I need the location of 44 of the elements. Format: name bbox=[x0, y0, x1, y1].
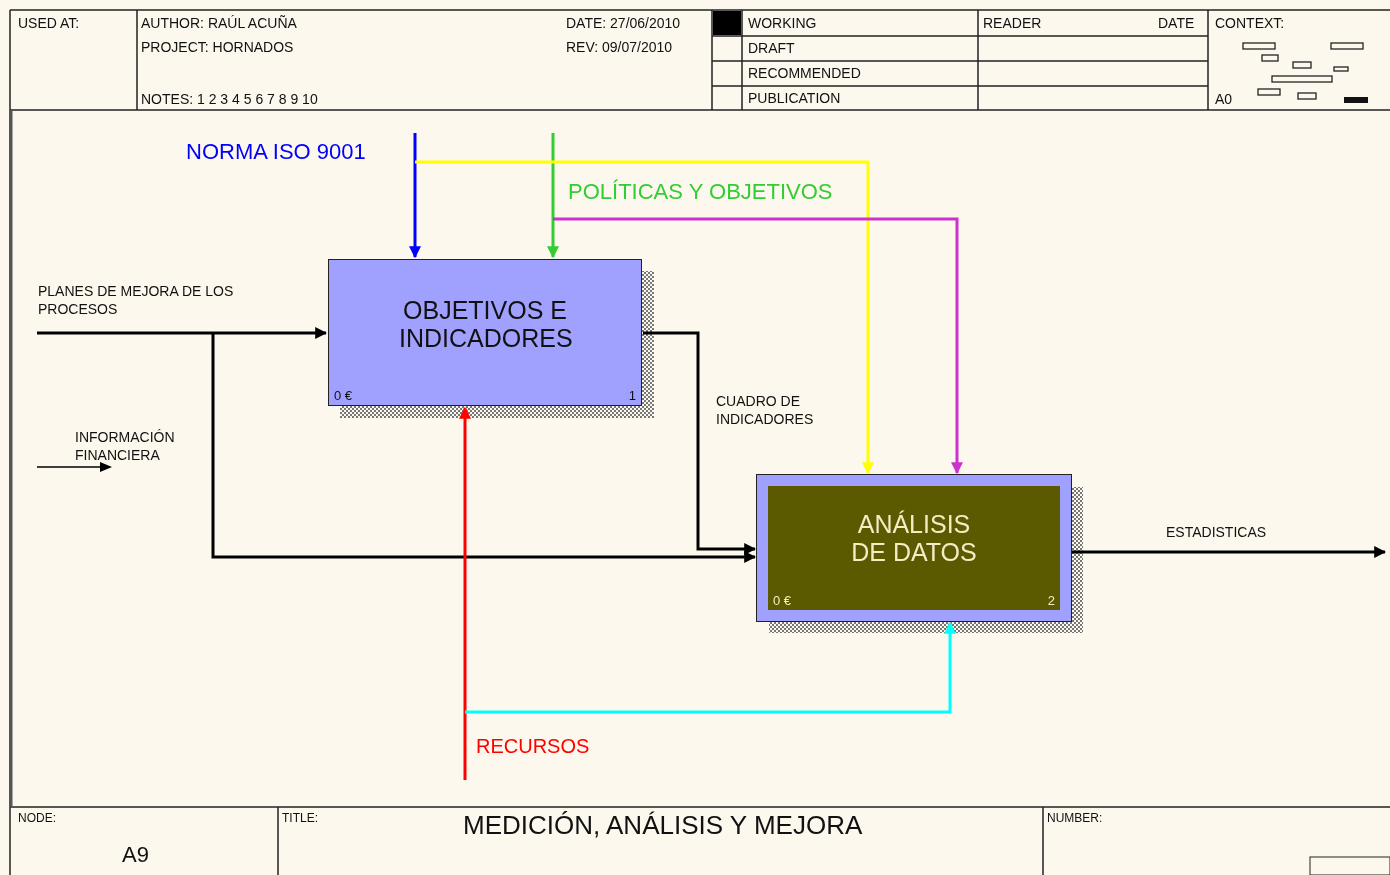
activity-title: ANÁLISIS DE DATOS bbox=[850, 510, 978, 566]
form-field-label: NUMBER: bbox=[1047, 811, 1103, 825]
cost-label: 0 € bbox=[334, 388, 353, 403]
arrow bbox=[1072, 546, 1387, 558]
arrow bbox=[37, 327, 328, 339]
arrow bbox=[547, 133, 559, 259]
form-field-label: PROJECT: HORNADOS bbox=[141, 39, 294, 55]
form-field-label: DATE bbox=[1158, 15, 1195, 31]
activity-number: 1 bbox=[628, 388, 636, 403]
activity-number: 2 bbox=[1047, 593, 1055, 608]
arrow bbox=[465, 621, 956, 714]
edge-label: POLÍTICAS Y OBJETIVOS bbox=[568, 179, 833, 205]
form-field-label: READER bbox=[983, 15, 1042, 31]
form-field-label: CONTEXT: bbox=[1215, 15, 1285, 31]
form-field-label: WORKING bbox=[748, 15, 817, 31]
edge-label: PLANES DE MEJORA DE LOS PROCESOS bbox=[38, 282, 235, 318]
form-field-label: PUBLICATION bbox=[748, 90, 841, 106]
edge-label: NORMA ISO 9001 bbox=[186, 139, 366, 165]
diagram-title: MEDICIÓN, ANÁLISIS Y MEJORA bbox=[463, 810, 863, 841]
arrow bbox=[415, 160, 874, 475]
activity-title: OBJETIVOS E INDICADORES bbox=[398, 296, 574, 352]
form-field-label: TITLE: bbox=[282, 811, 318, 825]
form-field-label: DRAFT bbox=[748, 40, 795, 56]
arrow bbox=[211, 333, 757, 563]
cost-label: 0 € bbox=[773, 593, 792, 608]
arrow bbox=[643, 331, 757, 555]
form-field-label: A0 bbox=[1215, 91, 1233, 107]
arrow bbox=[409, 133, 421, 259]
form-field-label: AUTHOR: RAÚL ACUÑA bbox=[141, 15, 297, 31]
edge-label: RECURSOS bbox=[476, 734, 590, 758]
arrow bbox=[459, 406, 471, 780]
arrow-label: INFORMACIÓN FINANCIERA bbox=[75, 428, 176, 464]
edge-label: CUADRO DE INDICADORES bbox=[716, 392, 815, 428]
edge-label: ESTADISTICAS bbox=[1166, 523, 1267, 541]
form-field-label: DATE: 27/06/2010 bbox=[566, 15, 681, 31]
form-field-label: NODE: bbox=[18, 811, 56, 825]
node-id: A9 bbox=[122, 842, 149, 868]
form-field-label: REV: 09/07/2010 bbox=[566, 39, 673, 55]
activity-box bbox=[757, 475, 1071, 621]
form-field-label: USED AT: bbox=[18, 15, 80, 31]
arrow bbox=[553, 217, 963, 475]
form-field-label: RECOMMENDED bbox=[748, 65, 861, 81]
form-field-label: NOTES: 1 2 3 4 5 6 7 8 9 10 bbox=[141, 91, 318, 107]
activity-box bbox=[328, 259, 642, 406]
